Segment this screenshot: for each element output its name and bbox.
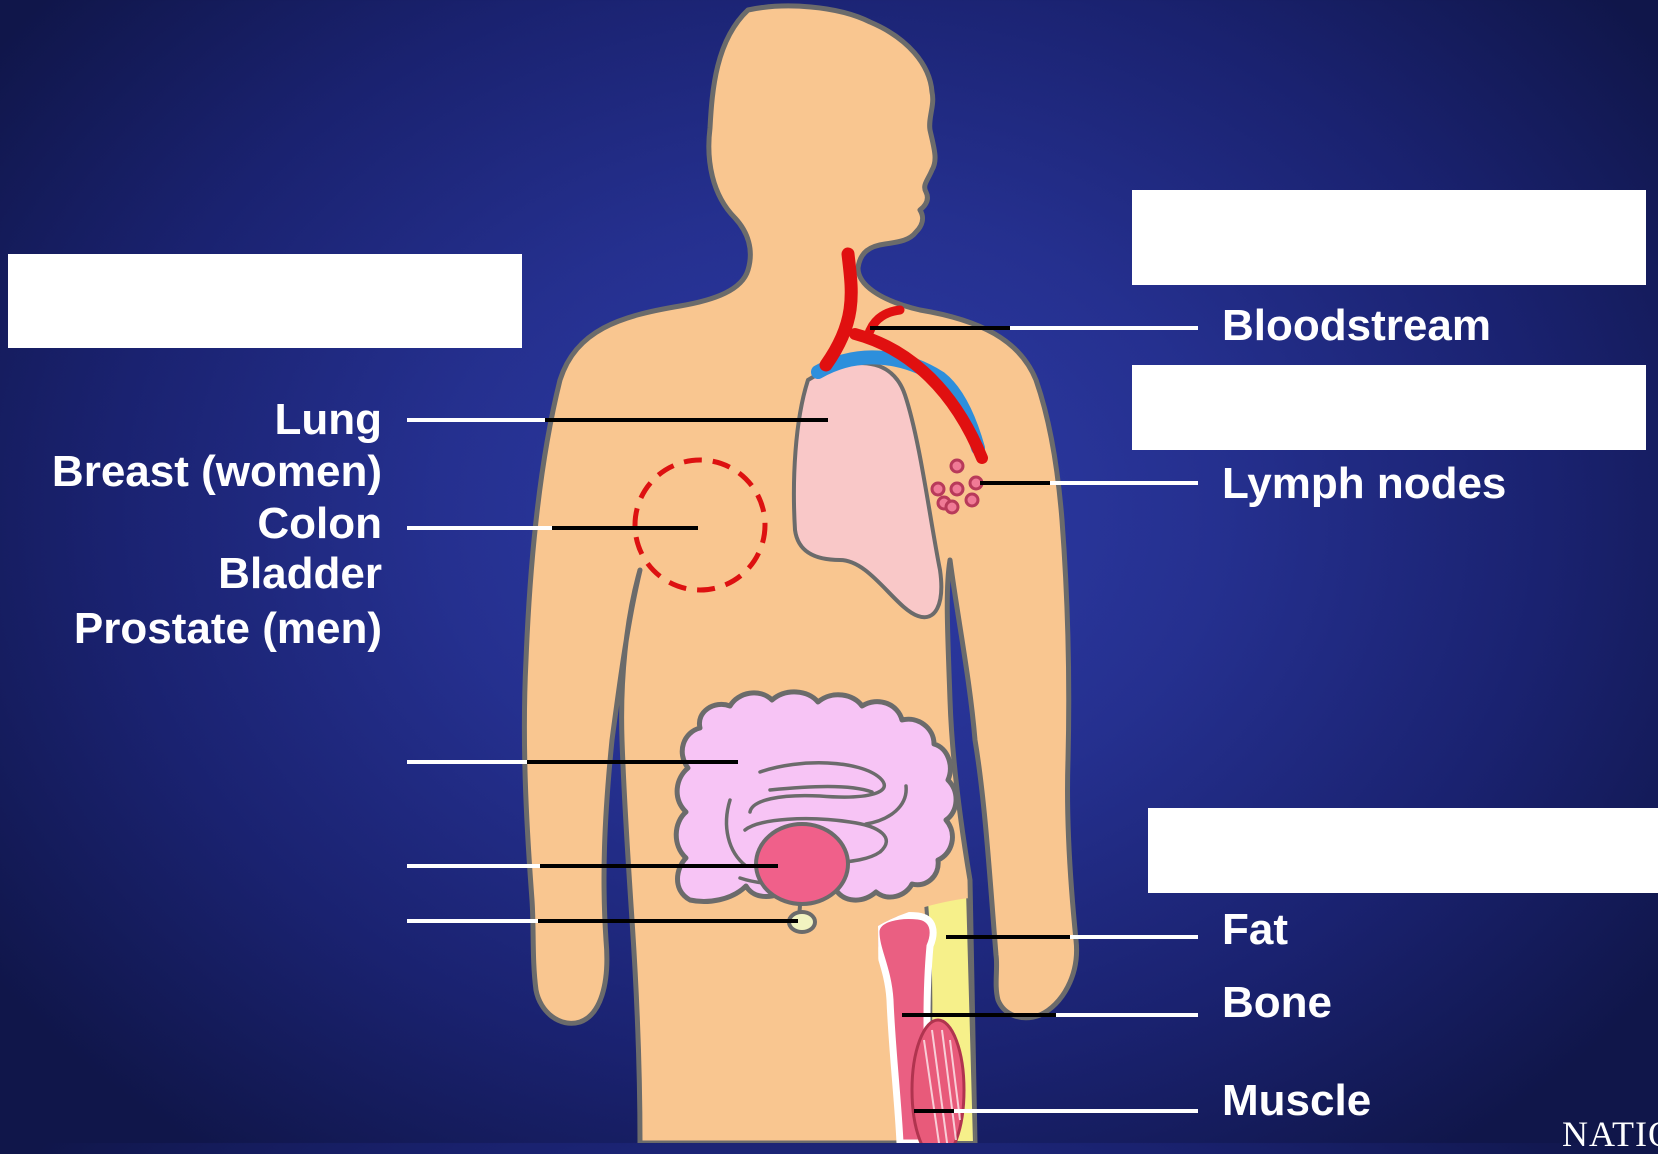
label-muscle: Muscle — [1222, 1079, 1371, 1123]
label-fat: Fat — [1222, 908, 1288, 952]
body-silhouette — [524, 6, 1076, 1143]
white-box-top-right — [1132, 190, 1646, 285]
label-lymph-nodes: Lymph nodes — [1222, 462, 1506, 506]
label-bone: Bone — [1222, 981, 1332, 1025]
white-box-left — [8, 254, 522, 348]
label-bladder: Bladder — [218, 552, 382, 596]
label-colon: Colon — [257, 502, 382, 546]
white-box-bottom-right — [1148, 808, 1658, 893]
label-breast: Breast (women) — [52, 450, 382, 494]
label-lung: Lung — [274, 398, 382, 442]
white-box-mid-right — [1132, 365, 1646, 450]
logo-text: NATIO — [1562, 1116, 1658, 1152]
label-prostate: Prostate (men) — [74, 607, 382, 651]
label-bloodstream: Bloodstream — [1222, 304, 1491, 348]
